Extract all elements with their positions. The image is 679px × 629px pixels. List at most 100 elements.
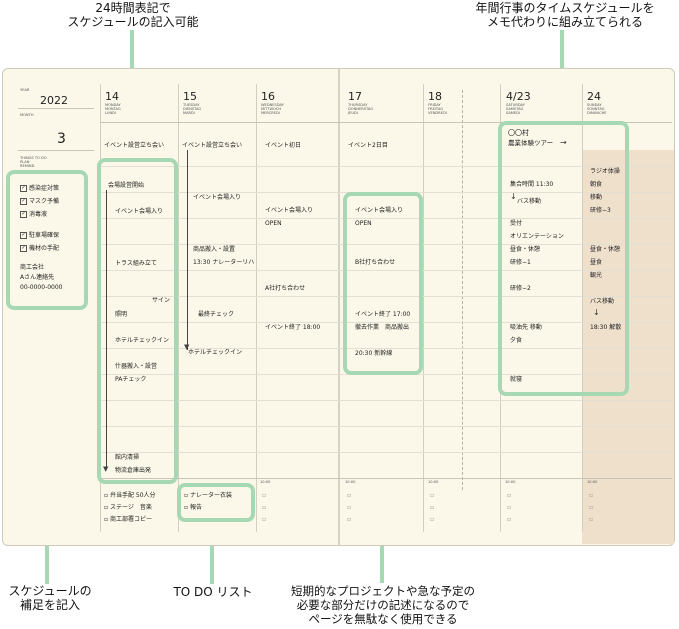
arrow-head-icon: ▼ xyxy=(184,343,190,351)
check-icon: ✓ xyxy=(20,245,27,252)
entry: 夕食 xyxy=(510,337,523,344)
callout-todo: TO DO リスト xyxy=(173,585,253,599)
memo-item: 商工会社 xyxy=(20,264,45,271)
callout-24h-line1: 24時間表記で xyxy=(95,1,171,15)
ruled-line xyxy=(100,218,672,219)
memo-item: 00-0000-0000 xyxy=(20,284,63,291)
entry: イベント会場入り xyxy=(355,207,404,214)
timeline-arrow-icon xyxy=(187,150,188,350)
entry: 朝食 xyxy=(590,181,603,188)
todo-empty: ▫▫▫ xyxy=(347,492,352,523)
entry: 会場設営開始 xyxy=(108,182,145,189)
entry: 商品搬入・設置 xyxy=(193,246,236,253)
entry: 受付 xyxy=(510,220,523,227)
entry: イベント会場入り xyxy=(193,194,242,201)
month-rule xyxy=(18,150,94,151)
todo-item: ▫ ステージ 音楽 xyxy=(104,504,152,511)
callout-short-term: 短期的なプロジェクトや急な予定の 必要な部分だけの記述になるので ページを無駄な… xyxy=(283,584,483,626)
todo-item: ▫ 報告 xyxy=(184,504,202,511)
header-rule xyxy=(100,122,672,123)
side-label-remind: REMIND xyxy=(20,164,35,169)
day-number: 17 xyxy=(348,90,362,103)
entry: トラス組み立て xyxy=(115,260,157,267)
side-label: THINGS TO DO PLAN REMIND xyxy=(20,156,47,169)
memo-item: ✓感染症対策 xyxy=(20,185,60,192)
col-line xyxy=(178,84,179,532)
entry: イベント設営立ち会い xyxy=(182,142,243,149)
entry: イベント会場入り xyxy=(265,207,314,214)
check-icon: ✓ xyxy=(20,232,27,239)
todo-empty: ▫▫▫ xyxy=(262,492,267,523)
connector-todo xyxy=(210,518,214,584)
entry: 18:30 解散 xyxy=(590,324,622,331)
entry: PAチェック xyxy=(115,376,147,383)
ruled-line xyxy=(100,322,672,323)
entry: B社打ち合わせ xyxy=(355,259,396,266)
ruled-line xyxy=(100,166,672,167)
entry: 吸油先 移動 xyxy=(510,324,542,331)
time-label: 10:00 xyxy=(428,480,439,484)
month-value: 3 xyxy=(57,131,66,147)
arrow-down-icon: ↓ xyxy=(593,308,600,317)
todo-rule xyxy=(100,478,672,479)
entry: イベント設営立ち会い xyxy=(104,142,165,149)
entry: 館内清掃 xyxy=(115,454,140,461)
memo-item: ✓機材の手配 xyxy=(20,245,60,252)
entry: ラジオ体操 xyxy=(590,168,620,175)
memo-item: ✓マスク予備 xyxy=(20,198,60,205)
todo-empty: ▫▫▫ xyxy=(507,492,512,523)
side-label-plan: PLAN xyxy=(20,160,30,165)
time-label: 10:00 xyxy=(505,480,516,484)
entry: 什器搬入・設営 xyxy=(115,363,158,370)
month-label: MONTH xyxy=(20,113,34,117)
entry: 観光 xyxy=(590,272,603,279)
col-line xyxy=(423,84,424,532)
entry: 農業体験ツアー xyxy=(508,139,554,147)
entry: 研修−3 xyxy=(590,207,611,214)
year-label: YEAR xyxy=(20,88,30,92)
entry: 物流倉庫出発 xyxy=(115,467,152,474)
day-number: 24 xyxy=(587,90,601,103)
arrow-head-icon: ▼ xyxy=(103,465,109,473)
todo-list-mon: ▫ 弁当手配 50人分 ▫ ステージ 音楽 ▫ 商工部署コピー xyxy=(104,490,156,526)
weekend-highlight xyxy=(498,121,629,396)
callout-short-term-line2: 必要な部分だけの記述になるので xyxy=(296,598,470,612)
entry: 最終チェック xyxy=(198,311,235,318)
callout-24h-line2: スケジュールの記入可能 xyxy=(67,15,199,29)
callout-short-term-line1: 短期的なプロジェクトや急な予定の xyxy=(291,584,475,598)
timeline-arrow-icon xyxy=(106,190,107,468)
check-icon: ✓ xyxy=(20,211,27,218)
col-line xyxy=(256,84,257,532)
time-label: 10:00 xyxy=(260,480,271,484)
col-line xyxy=(582,84,583,532)
year-rule xyxy=(18,108,94,109)
ruled-line xyxy=(100,270,672,271)
memo-item: ✓消毒液 xyxy=(20,211,48,218)
day-number: 16 xyxy=(261,90,275,103)
entry: 昼食 xyxy=(590,259,603,266)
todo-item: ▫ 商工部署コピー xyxy=(104,516,152,523)
memo-item: ✓駐車場確保 xyxy=(20,232,60,239)
todo-item: ▫ ナレーター衣装 xyxy=(184,492,232,499)
entry: A社打ち合わせ xyxy=(265,285,306,292)
todo-item: ▫ 弁当手配 50人分 xyxy=(104,492,156,499)
ruled-line xyxy=(100,452,672,453)
entry: 就寝 xyxy=(510,376,523,383)
entry: 移動 xyxy=(590,194,603,201)
time-label: 10:00 xyxy=(345,480,356,484)
callout-supplement-line2: 補足を記入 xyxy=(19,598,80,612)
planner-spine xyxy=(338,68,340,546)
entry: 20:30 新幹線 xyxy=(355,350,393,357)
mon-highlight xyxy=(97,158,178,484)
entry: 集合時間 11:30 xyxy=(510,181,554,188)
